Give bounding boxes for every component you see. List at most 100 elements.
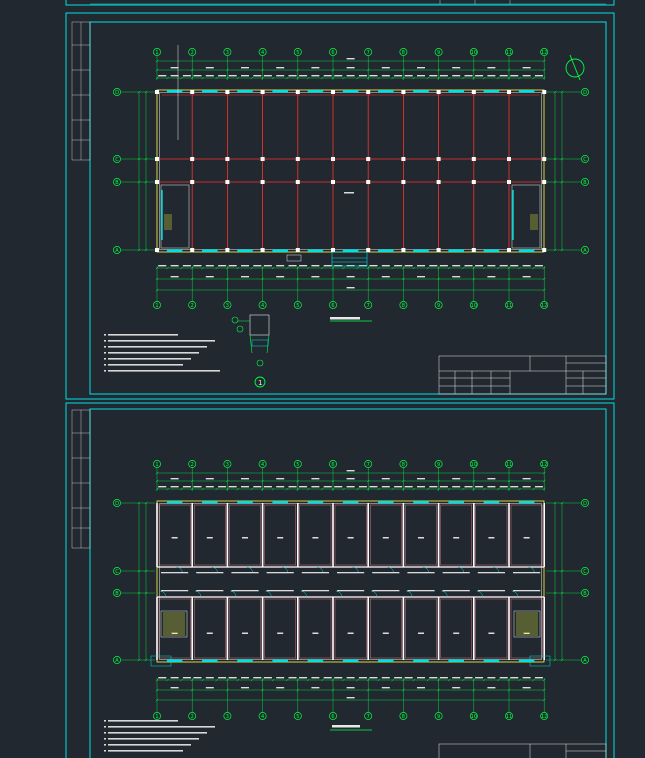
room-label xyxy=(453,537,460,539)
dim-openings-top-text xyxy=(522,486,531,488)
axis-left-B-label: B xyxy=(115,180,119,186)
balcony-left xyxy=(150,655,172,667)
dim-openings-top-tick xyxy=(306,76,310,80)
axis-left-A-label: A xyxy=(115,658,119,664)
dim-openings-bottom-tick xyxy=(271,678,275,682)
corridor-text xyxy=(231,590,259,592)
note-line xyxy=(108,340,215,342)
room-outline xyxy=(440,598,473,659)
room-label xyxy=(242,537,248,539)
dim-openings-bottom-text xyxy=(417,677,425,679)
dim-openings-bottom-text xyxy=(218,265,227,267)
dim-overall-bottom-text xyxy=(346,287,355,289)
dim-axis-bottom-text xyxy=(522,276,531,278)
axis-top-4-label: 4 xyxy=(261,50,264,56)
dim-openings-top-tick xyxy=(366,76,370,80)
axis-top-9-circle xyxy=(434,48,443,56)
axis-bottom-8-circle xyxy=(399,301,408,309)
window-top xyxy=(483,501,500,504)
dim-openings-bottom-tick xyxy=(426,266,430,270)
window-bottom xyxy=(237,249,253,252)
dim-openings-top-tick xyxy=(356,487,360,491)
window-bottom xyxy=(483,659,500,662)
dim-axis-bottom-tick xyxy=(542,277,546,281)
dim-openings-top-text xyxy=(253,486,262,488)
dim-axis-bottom-text xyxy=(205,276,214,278)
column xyxy=(260,248,265,252)
door-swing xyxy=(335,590,343,598)
dim-openings-bottom-tick xyxy=(366,266,370,270)
dim-openings-bottom-text xyxy=(404,265,413,267)
window-top xyxy=(378,501,394,504)
room-label xyxy=(277,537,284,539)
axis-top-5-label: 5 xyxy=(296,50,299,56)
axis-top-1-circle xyxy=(153,460,161,468)
column xyxy=(366,157,371,161)
axis-left-A-circle xyxy=(113,656,121,664)
dim-openings-bottom-tick xyxy=(507,678,511,682)
dim-openings-bottom-text xyxy=(193,265,202,267)
dim-openings-top-text xyxy=(394,75,403,77)
dim-axis-top-tick xyxy=(472,479,476,483)
axis-bottom-6-label: 6 xyxy=(331,714,334,720)
axis-bottom-12-label: 12 xyxy=(541,714,547,720)
dim-openings-top-text xyxy=(510,486,519,488)
dim-axis-top-text xyxy=(170,67,179,69)
dim-openings-bottom-text xyxy=(394,265,403,267)
dim-openings-top-tick xyxy=(331,487,335,491)
axis-top-8-label: 8 xyxy=(402,462,405,468)
axis-top-7-label: 7 xyxy=(367,50,370,56)
note-bullet xyxy=(104,358,106,360)
dim-openings-bottom-text xyxy=(241,677,249,679)
dim-openings-top-text xyxy=(311,486,320,488)
corridor-text xyxy=(407,572,435,574)
dim-openings-bottom-tick xyxy=(391,266,395,270)
axis-top-4-circle xyxy=(258,460,267,468)
column xyxy=(542,157,547,161)
dim-axis-bottom-tick xyxy=(155,277,159,281)
dim-openings-top-tick xyxy=(342,76,345,80)
note-bullet xyxy=(104,340,106,342)
dim-openings-top-tick xyxy=(402,487,405,491)
dim-openings-top-tick xyxy=(226,76,229,80)
dim-side-tick xyxy=(553,501,557,505)
dim-overall-top-tick xyxy=(542,471,546,475)
dim-side-tick xyxy=(553,591,557,595)
dim-openings-bottom-tick xyxy=(542,678,546,682)
dim-axis-bottom-tick xyxy=(226,688,229,692)
dim-openings-bottom-text xyxy=(311,677,320,679)
dim-openings-bottom-tick xyxy=(321,266,324,270)
dim-openings-bottom-text xyxy=(381,265,390,267)
axis-bottom-3-label: 3 xyxy=(226,303,229,309)
note-line xyxy=(108,364,183,366)
dim-openings-top-tick xyxy=(261,76,264,80)
window-bottom xyxy=(307,249,324,252)
axis-top-3-circle xyxy=(223,460,232,468)
corridor-text xyxy=(231,572,259,574)
sheet-1-title-block xyxy=(438,355,607,395)
dim-openings-top-tick xyxy=(518,76,521,80)
dim-axis-top-tick xyxy=(402,479,405,483)
dim-axis-bottom-text xyxy=(346,276,355,278)
dim-openings-top-tick xyxy=(321,76,324,80)
dim-openings-top-tick xyxy=(437,76,440,80)
room-label xyxy=(523,537,530,539)
column xyxy=(401,90,406,94)
dim-openings-bottom-tick xyxy=(482,678,486,682)
axis-right-C-circle xyxy=(581,567,589,575)
window-top xyxy=(342,90,359,93)
room-outline xyxy=(193,598,226,659)
dim-openings-top-text xyxy=(510,75,519,77)
dim-openings-top-tick xyxy=(391,487,395,491)
room-outline xyxy=(158,598,191,659)
dim-openings-top-text xyxy=(311,75,320,77)
axis-bottom-10-circle xyxy=(469,301,478,309)
window-bottom xyxy=(342,249,359,252)
room-outline xyxy=(475,504,508,566)
dim-side-tick xyxy=(137,501,141,505)
room-outline xyxy=(264,504,297,566)
dim-openings-bottom-text xyxy=(439,265,448,267)
dim-openings-top-text xyxy=(228,75,237,77)
